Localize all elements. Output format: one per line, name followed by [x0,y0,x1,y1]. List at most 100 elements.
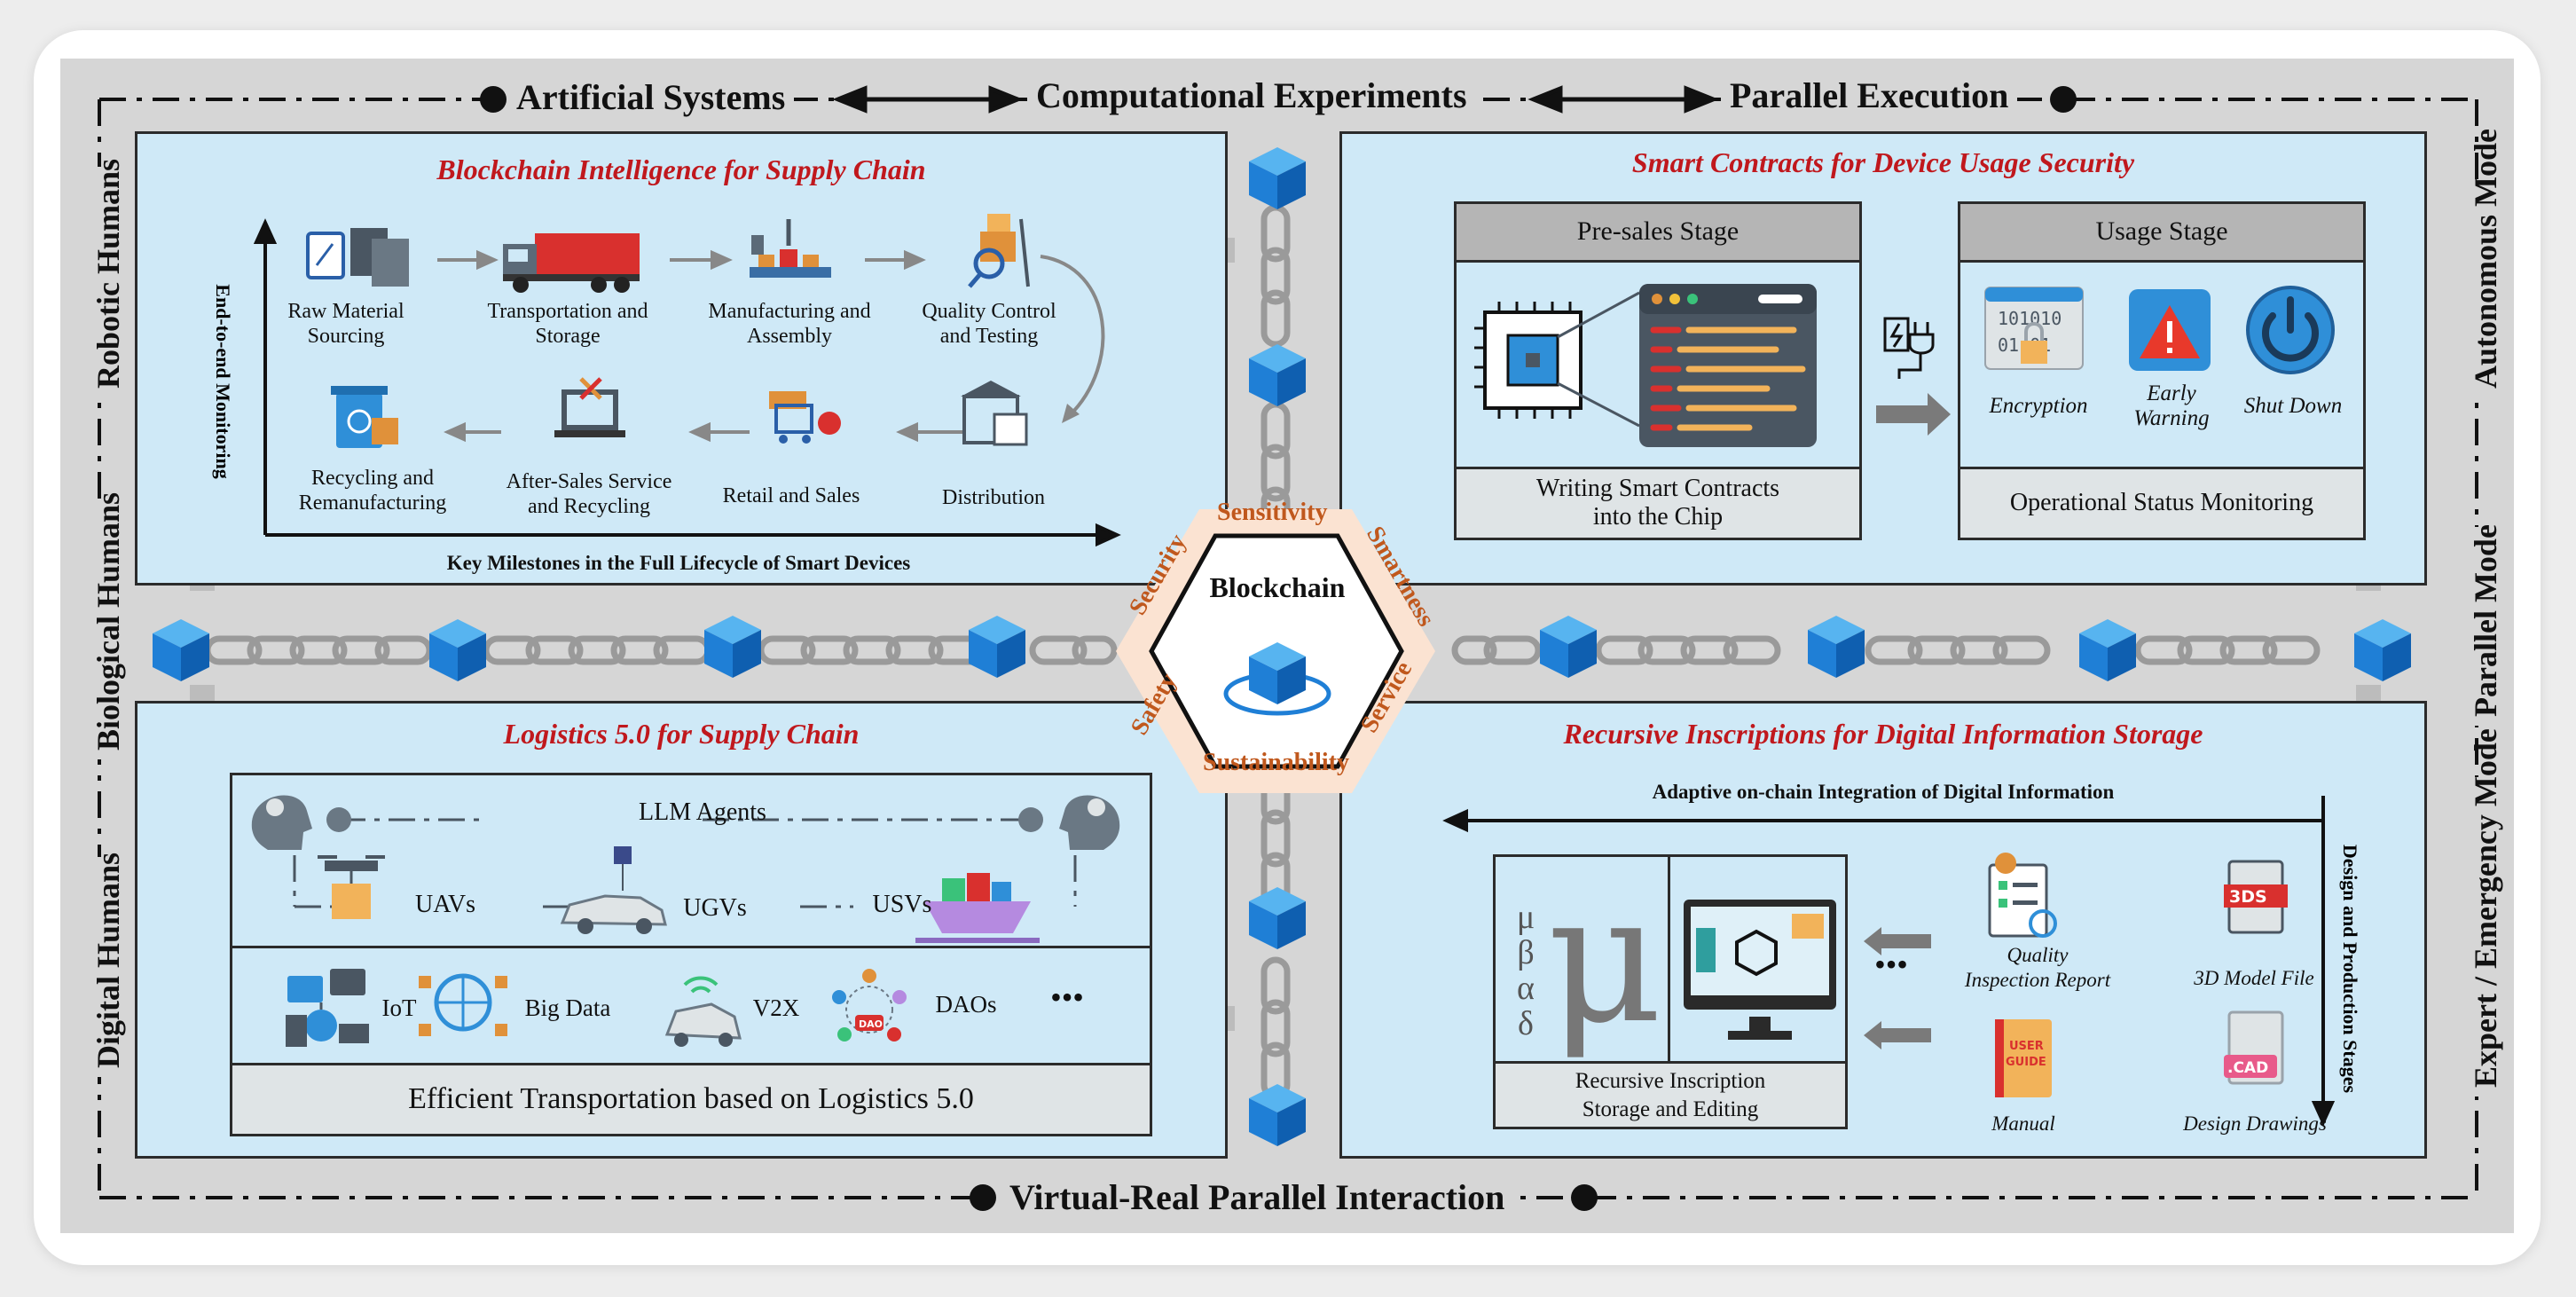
iot-label: IoT [381,994,417,1021]
svg-text:3DS: 3DS [2229,887,2267,907]
inscription-axes: 3DS USER GUIDE .CAD [1442,796,2336,1127]
llm-agents-label: LLM Agents [639,798,766,826]
head-icon-right [1059,795,1120,850]
panel-title: Recursive Inscriptions for Digital Infor… [1563,718,2203,750]
truck-icon [503,233,640,293]
3d-model-label: 3D Model File [2194,967,2314,989]
usage-header: Usage Stage [1960,204,2363,263]
label-computational-experiments: Computational Experiments [1027,75,1476,117]
usv-ship-icon [915,873,1040,943]
plug-arrow [1876,317,1951,436]
ugvs-label: UGVs [683,894,747,922]
panel-logistics: Logistics 5.0 for Supply Chain [135,701,1228,1159]
cube-11 [1249,887,1306,949]
usvs-label: USVs [872,891,932,918]
svg-text:USER: USER [2009,1040,2044,1053]
encryption-icon: 101010 01 01 [1984,287,2084,370]
shut-down-icon [2246,286,2335,374]
hex-word-sensitivity: Sensitivity [1217,499,1328,526]
cube-10 [1249,344,1306,406]
early-warning-label: Early Warning [2133,381,2210,430]
cube-12 [1249,1084,1306,1146]
v2x-car-icon [664,976,742,1047]
pre-sales-footer: Writing Smart Contracts into the Chip [1457,467,1859,538]
step-distribution: Distribution [941,486,1045,509]
svg-text:.CAD: .CAD [2227,1059,2268,1077]
panel-title: Blockchain Intelligence for Supply Chain [436,153,926,185]
dao-icon: DAO [832,969,907,1042]
logistics-illustration: DAO [251,795,1120,1047]
usage-icons: 101010 01 01 [1984,286,2335,374]
usage-footer: Operational Status Monitoring [1960,467,2363,538]
more-dots: ••• [1050,979,1084,1015]
raw-material-icon [306,228,409,287]
cube-9 [1249,147,1306,209]
greek-alpha: α [1517,970,1535,1007]
shut-down-label: Shut Down [2243,394,2343,418]
logistics-inner-box: DAO LLM Agents UAVs UGVs USVs IoT Big Da… [230,773,1152,1136]
logistics-footer: Efficient Transportation based on Logist… [232,1063,1150,1134]
center-title: Blockchain [1209,571,1346,603]
panel-title: Smart Contracts for Device Usage Securit… [1631,146,2135,178]
manufacturing-icon [750,219,831,278]
svg-text:GUIDE: GUIDE [2006,1056,2046,1069]
panel-supply-chain: Blockchain Intelligence for Supply Chain [135,131,1228,586]
cube-5 [1540,616,1597,678]
big-greek-mu: μ [1547,856,1662,1063]
greek-mu: μ [1516,899,1535,936]
distribution-warehouse-icon [961,381,1028,446]
x-axis-label: Key Milestones in the Full Lifecycle of … [446,552,911,574]
v2x-label: V2X [752,994,800,1021]
top-axis-label: Adaptive on-chain Integration of Digital… [1652,781,2115,803]
quality-report-icon [1988,853,2057,938]
head-icon-left [251,795,312,850]
big-data-label: Big Data [524,994,611,1021]
step-recycling: Recycling and Remanufacturing [298,467,447,515]
label-virtual-real-interaction: Virtual-Real Parallel Interaction [1001,1176,1514,1219]
quality-report-label: Quality Inspection Report [1964,944,2111,991]
inscription-box: μ β α δ μ Recursive Inscription Storage … [1493,854,1848,1129]
pre-sales-box: Pre-sales Stage Writi [1454,201,1862,540]
manual-label: Manual [1991,1112,2055,1135]
svg-text:DAO: DAO [859,1018,883,1030]
panel-smart-contracts: Smart Contracts for Device Usage Securit… [1339,131,2427,586]
more-dots: ••• [1874,947,1908,982]
design-drawings-icon: .CAD [2224,1010,2284,1085]
cube-7 [2079,619,2136,681]
greek-delta: δ [1518,1005,1534,1042]
chip-code-illustration [1474,284,1817,447]
pre-sales-header: Pre-sales Stage [1457,204,1859,263]
cube-4 [969,616,1025,678]
cube-3 [704,616,761,678]
after-sales-laptop-icon [554,377,625,437]
inscription-footer: Recursive Inscription Storage and Editin… [1496,1061,1845,1127]
recycling-bin-icon [331,386,398,448]
step-manufacturing: Manufacturing and Assembly [708,300,871,348]
early-warning-icon [2129,289,2211,371]
ugv-car-icon [560,846,667,934]
3d-model-file-icon: 3DS [2224,860,2288,934]
uav-icon [318,855,385,919]
cube-2 [429,619,486,681]
panel-inscriptions: Recursive Inscriptions for Digital Infor… [1339,701,2427,1159]
monitor-icon [1684,900,1836,1040]
hex-word-sustainability: Sustainability [1203,749,1349,776]
step-after-sales: After-Sales Service and Recycling [506,470,672,518]
step-transportation: Transportation and Storage [487,300,648,348]
usage-box: Usage Stage 101010 01 01 Encr [1958,201,2366,540]
manual-icon: USER GUIDE [1995,1019,2052,1097]
uavs-label: UAVs [415,891,475,918]
cube-1 [153,619,209,681]
iot-icon [286,969,369,1047]
label-parallel-execution: Parallel Execution [1721,75,2018,117]
step-quality-control: Quality Control and Testing [922,300,1056,348]
encryption-label: Encryption [1989,394,2088,418]
step-raw-material: Raw Material Sourcing [287,300,404,348]
greek-beta: β [1517,934,1535,971]
cube-6 [1808,616,1865,678]
step-retail: Retail and Sales [722,484,860,507]
quality-control-icon [968,214,1030,288]
label-artificial-systems: Artificial Systems [507,76,795,119]
supply-axes [253,214,1121,547]
